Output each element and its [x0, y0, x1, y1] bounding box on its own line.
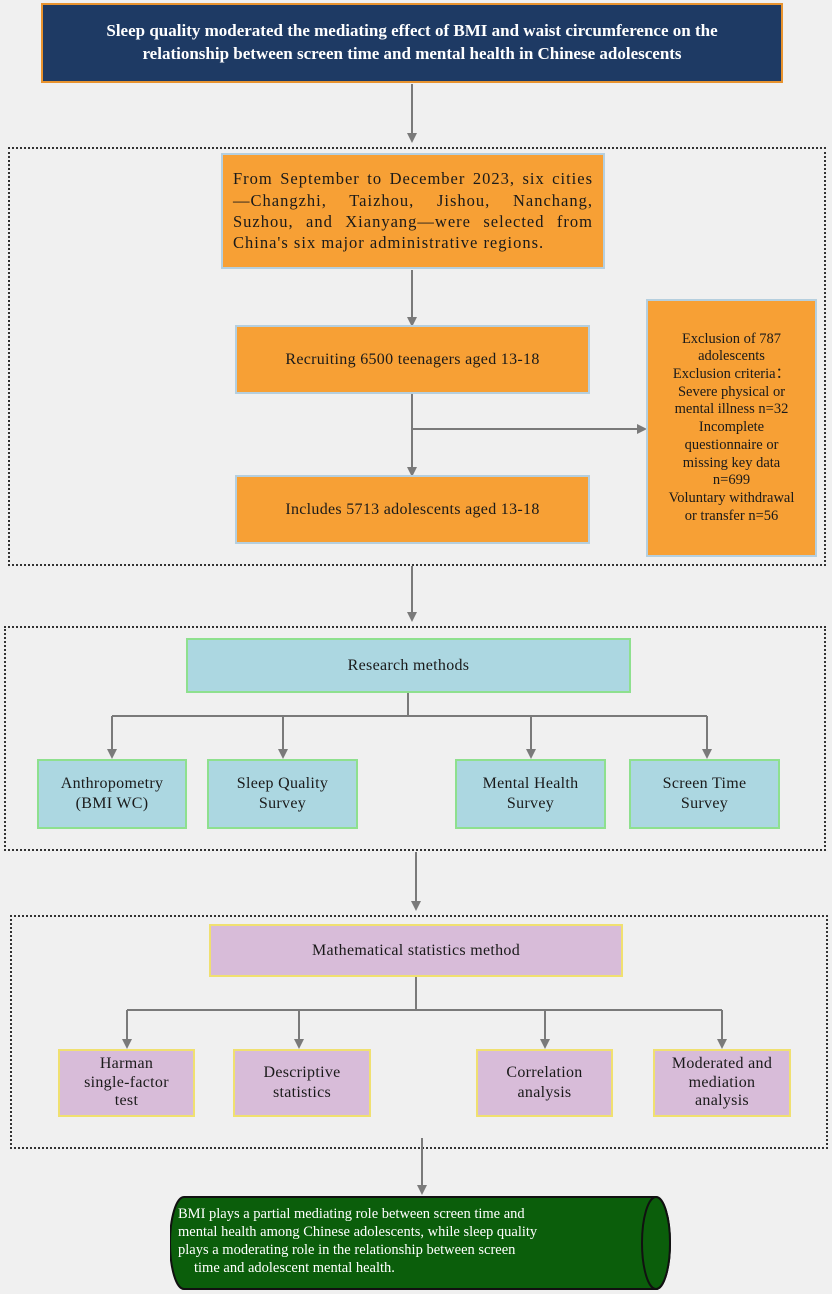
- anthropometry-box: Anthropometry (BMI WC): [37, 759, 187, 829]
- stat-line: test: [114, 1092, 139, 1110]
- exclusion-line: Exclusion of 787: [681, 330, 782, 347]
- exclusion-line: questionnaire or: [684, 436, 779, 453]
- method-line: Survey: [258, 795, 307, 812]
- stat-line: single-factor: [84, 1073, 169, 1091]
- statistics-title: Mathematical statistics method: [209, 924, 623, 977]
- method-line: (BMI WC): [75, 795, 149, 812]
- sleep-quality-survey-box: Sleep Quality Survey: [207, 759, 358, 829]
- exclusion-line: n=699: [712, 472, 751, 489]
- exclusion-line: Severe physical or: [677, 383, 786, 400]
- stat-line: analysis: [517, 1084, 572, 1101]
- stat-line: statistics: [272, 1084, 332, 1101]
- exclusion-line: Incomplete: [698, 419, 765, 436]
- conclusion-line: BMI plays a partial mediating role betwe…: [178, 1206, 525, 1222]
- conclusion-line: mental health among Chinese adolescents,…: [178, 1224, 538, 1241]
- exclusion-line: Voluntary withdrawal: [668, 489, 795, 506]
- stat-line: Moderated and: [671, 1055, 773, 1073]
- mental-health-survey-box: Mental Health Survey: [455, 759, 606, 829]
- research-methods-region: [4, 626, 826, 851]
- exclusion-line: adolescents: [698, 348, 765, 365]
- conclusion-text: BMI plays a partial mediating role betwe…: [178, 1205, 598, 1278]
- method-line: Sleep Quality: [236, 775, 329, 792]
- conclusion-line: time and adolescent mental health.: [194, 1260, 395, 1277]
- method-line: Survey: [680, 795, 729, 812]
- method-line: Mental Health: [482, 775, 579, 792]
- recruitment-intro: From September to December 2023, six cit…: [221, 153, 605, 269]
- screen-time-survey-box: Screen Time Survey: [629, 759, 780, 829]
- recruitment-region: [8, 147, 826, 566]
- exclusion-line: mental illness n=32: [674, 401, 789, 418]
- exclusion-line: Exclusion criteria：: [672, 366, 791, 383]
- statistics-region: [10, 915, 828, 1149]
- stat-line: Descriptive: [263, 1064, 341, 1081]
- diagram-title: Sleep quality moderated the mediating ef…: [41, 3, 783, 83]
- stat-line: Correlation: [506, 1064, 583, 1081]
- includes-box: Includes 5713 adolescents aged 13-18: [235, 475, 590, 544]
- method-line: Screen Time: [662, 775, 747, 792]
- exclusion-box: Exclusion of 787 adolescents Exclusion c…: [646, 299, 817, 557]
- method-line: Anthropometry: [60, 775, 164, 792]
- exclusion-line: or transfer n=56: [684, 507, 779, 524]
- descriptive-statistics-box: Descriptive statistics: [233, 1049, 371, 1117]
- method-line: Survey: [506, 795, 555, 812]
- correlation-analysis-box: Correlation analysis: [476, 1049, 613, 1117]
- harman-test-box: Harman single-factor test: [58, 1049, 195, 1117]
- conclusion-line: plays a moderating role in the relations…: [178, 1242, 516, 1259]
- stat-line: mediation: [688, 1073, 756, 1091]
- stat-line: analysis: [695, 1092, 749, 1110]
- conclusion-cylinder: [170, 1196, 671, 1290]
- stat-line: Harman: [99, 1055, 154, 1073]
- moderated-mediation-box: Moderated and mediation analysis: [653, 1049, 791, 1117]
- exclusion-line: missing key data: [682, 454, 781, 471]
- recruiting-box: Recruiting 6500 teenagers aged 13-18: [235, 325, 590, 394]
- research-methods-title: Research methods: [186, 638, 631, 693]
